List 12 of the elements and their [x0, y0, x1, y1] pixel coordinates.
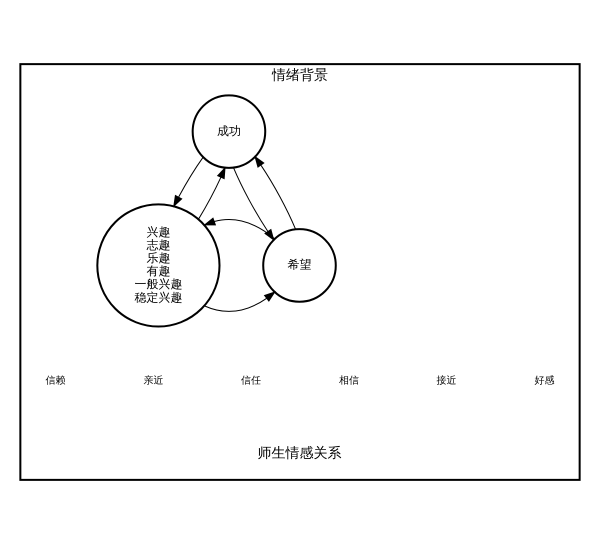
node-circle: 兴趣 志趣 乐趣 有趣 一般兴趣 稳定兴趣 — [96, 203, 220, 328]
arrow — [173, 157, 204, 208]
arrow — [198, 166, 226, 220]
arrow — [204, 291, 276, 312]
label: 接近 — [436, 376, 457, 387]
label: 信赖 — [46, 376, 66, 387]
label: 相信 — [338, 376, 359, 387]
label: 亲近 — [143, 376, 164, 387]
arrow — [203, 217, 275, 240]
label: 好感 — [534, 376, 554, 387]
label: 信任 — [241, 376, 262, 387]
arrow — [254, 156, 296, 230]
